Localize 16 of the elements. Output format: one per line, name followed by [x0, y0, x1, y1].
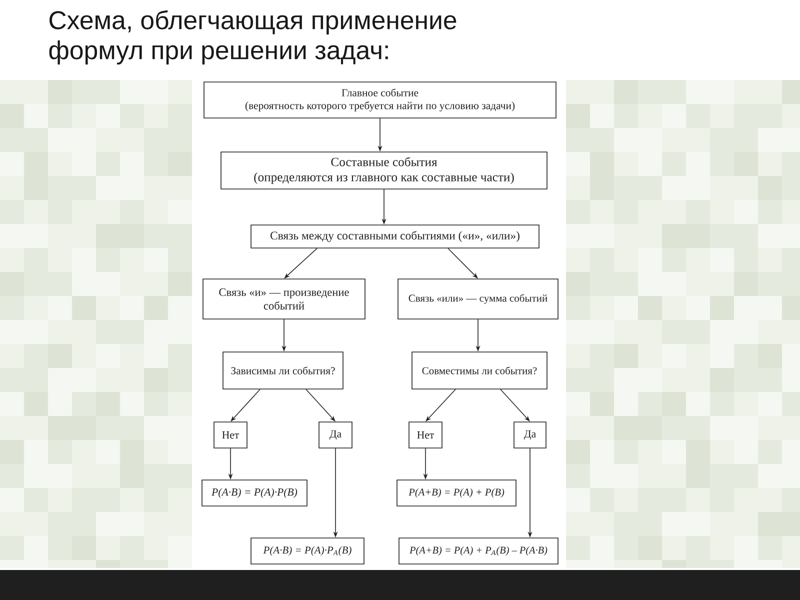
- process-box: Связь «или» — сумма событий: [398, 278, 558, 320]
- formula-box: P(A+B) = P(A) + P(B): [396, 480, 516, 506]
- process-box: Связь между составными событиями («и», «или»): [250, 224, 540, 248]
- branch-box: Нет: [214, 422, 248, 448]
- branch-box: Да: [514, 422, 546, 448]
- branch-box: Да: [318, 422, 352, 448]
- branch-box: Нет: [408, 422, 442, 448]
- question-box: Совместимы ли события?: [412, 352, 548, 390]
- title: Схема, облегчающая применение формул при решении задач:: [49, 10, 456, 64]
- formula-box: P(A·B) = P(A)·P$_{A}$(B): [250, 538, 364, 564]
- process-box: Главное событие (вероятность которого требуется найти по условию задачи): [204, 82, 556, 118]
- formula-box: P(A·B) = P(A)·P(B): [202, 480, 308, 506]
- formula-box: P(A+B) = P(A) + P$_{A}$(B) – P(A·B): [398, 538, 558, 564]
- process-box: Связь «и» — произведение событий: [202, 278, 366, 320]
- question-box: Зависимы ли события?: [222, 352, 344, 390]
- process-box: Составные события (определяются из главного как составные части): [220, 152, 548, 190]
